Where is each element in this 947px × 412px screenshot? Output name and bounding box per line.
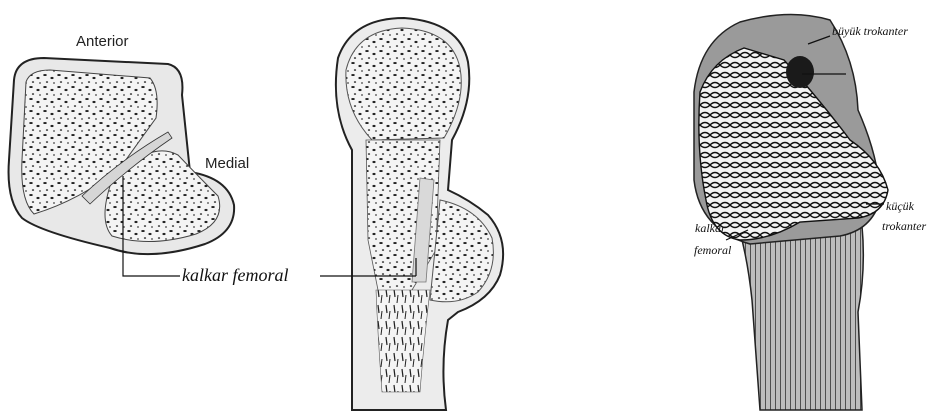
label-calcar-right-line1: kalkar — [695, 221, 726, 235]
label-medial: Medial — [205, 155, 249, 172]
label-calcar-right-line2: femoral — [694, 243, 732, 257]
label-lesser-trochanter-line2: trokanter — [882, 219, 927, 233]
specimen-figure — [694, 14, 888, 410]
specimen-shaft — [740, 226, 863, 410]
label-lesser-trochanter-line1: küçük — [886, 199, 915, 213]
longitudinal-section-figure — [336, 18, 503, 410]
cross-section-figure: Anterior Medial — [9, 33, 250, 254]
label-greater-trochanter: büyük trokanter — [832, 24, 908, 38]
greater-trochanter-dark-fossa — [786, 56, 814, 88]
label-anterior: Anterior — [76, 33, 129, 50]
femoral-head-trabecular — [346, 28, 461, 140]
label-calcar-femoral: kalkar femoral — [182, 265, 288, 285]
